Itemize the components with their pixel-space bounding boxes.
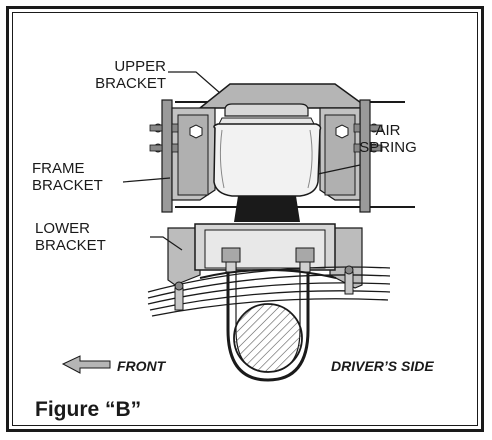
figure-title: Figure “B” (35, 398, 142, 421)
air-spring-leader (317, 164, 361, 175)
axle (233, 303, 303, 373)
lower-bracket-leader (150, 236, 183, 251)
figure-inner-border (12, 12, 478, 426)
spring-eye-bolts (174, 265, 354, 311)
upper-bracket-label: UPPER BRACKET (95, 58, 166, 92)
drivers-side-label: DRIVER’S SIDE (331, 358, 434, 374)
callout-leaders (122, 71, 361, 251)
upper-bracket-leader (168, 71, 221, 94)
air-spring (213, 103, 322, 222)
front-label: FRONT (117, 358, 166, 374)
right-frame-bracket (319, 99, 383, 213)
front-arrow-icon (61, 355, 111, 374)
left-frame-bracket (149, 99, 216, 213)
frame-bracket-label: FRAME BRACKET (32, 160, 103, 194)
lower-bracket-label: LOWER BRACKET (35, 220, 106, 254)
air-spring-label: AIR SPRING (359, 122, 417, 156)
frame-bracket-leader (122, 177, 171, 183)
upper-bracket (197, 83, 371, 109)
